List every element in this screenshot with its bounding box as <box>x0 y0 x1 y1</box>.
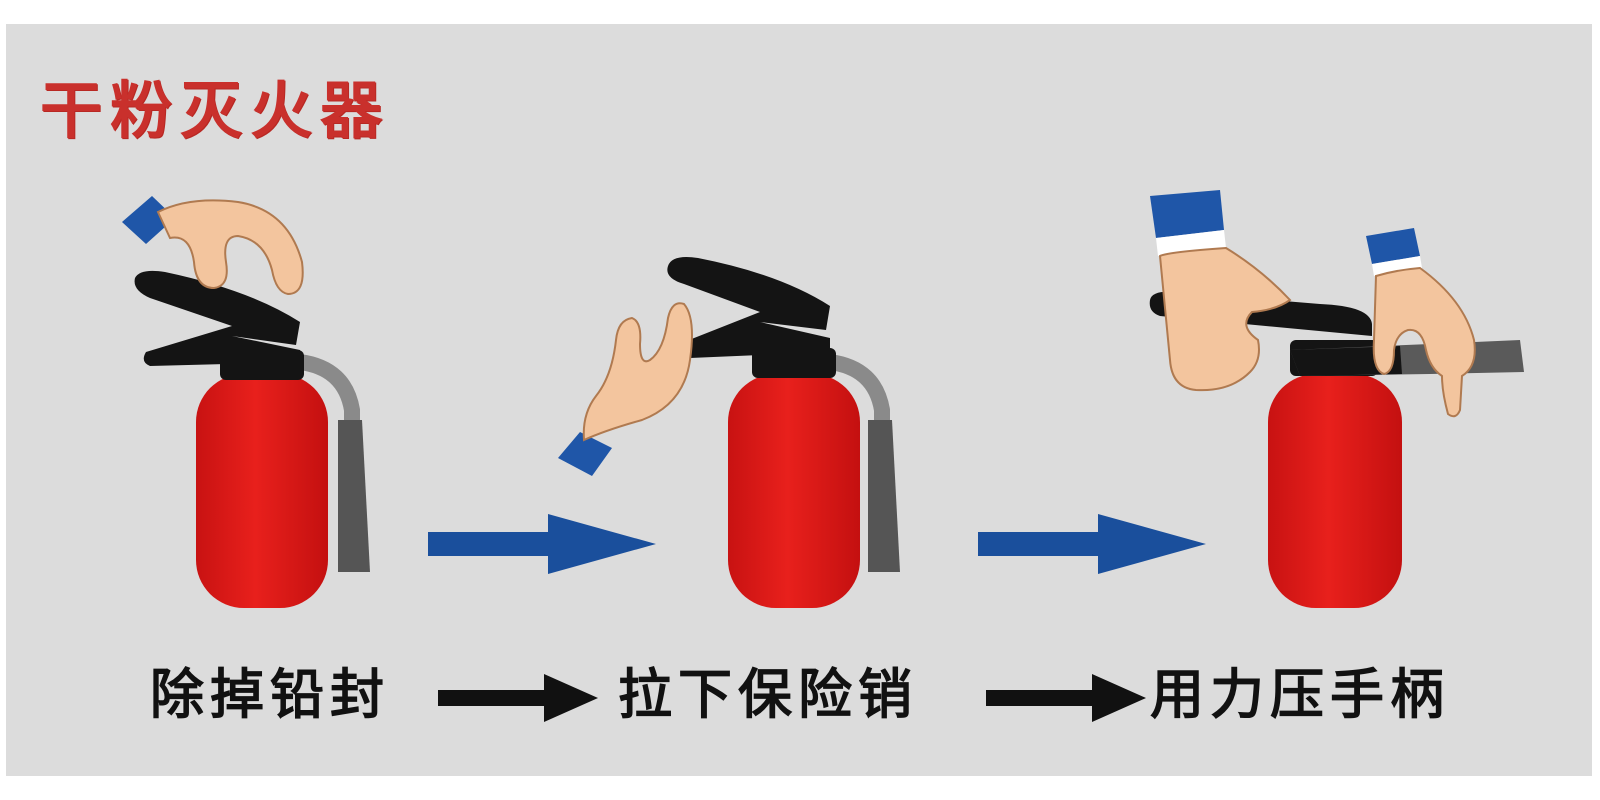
hand-icon <box>1150 190 1292 392</box>
valve-neck <box>752 348 836 378</box>
arrow-right-icon <box>978 514 1206 574</box>
step-label-press-handle: 用力压手柄 <box>1150 663 1450 726</box>
hose <box>822 354 890 448</box>
arrow-right-icon <box>428 514 656 574</box>
nozzle <box>338 420 370 572</box>
step-label-pull-pin: 拉下保险销 <box>618 663 918 726</box>
fire-extinguisher-icon <box>728 374 860 608</box>
step-3-illustration <box>1149 190 1524 608</box>
step-2-illustration <box>558 257 900 608</box>
fire-extinguisher-icon <box>196 374 328 608</box>
arrow-right-icon <box>438 674 598 722</box>
step-label-remove-seal: 除掉铅封 <box>150 663 390 726</box>
hand-icon <box>122 196 304 296</box>
arrow-right-icon <box>986 674 1146 722</box>
handle-lever <box>134 270 300 366</box>
hand-icon <box>1366 228 1476 418</box>
diagram-title: 干粉灭火器 <box>40 74 391 147</box>
hose <box>292 354 360 448</box>
fire-extinguisher-icon <box>1268 374 1402 608</box>
nozzle <box>868 420 900 572</box>
step-1-illustration <box>122 196 370 608</box>
handle-lever <box>667 257 830 358</box>
hand-icon <box>558 302 693 476</box>
